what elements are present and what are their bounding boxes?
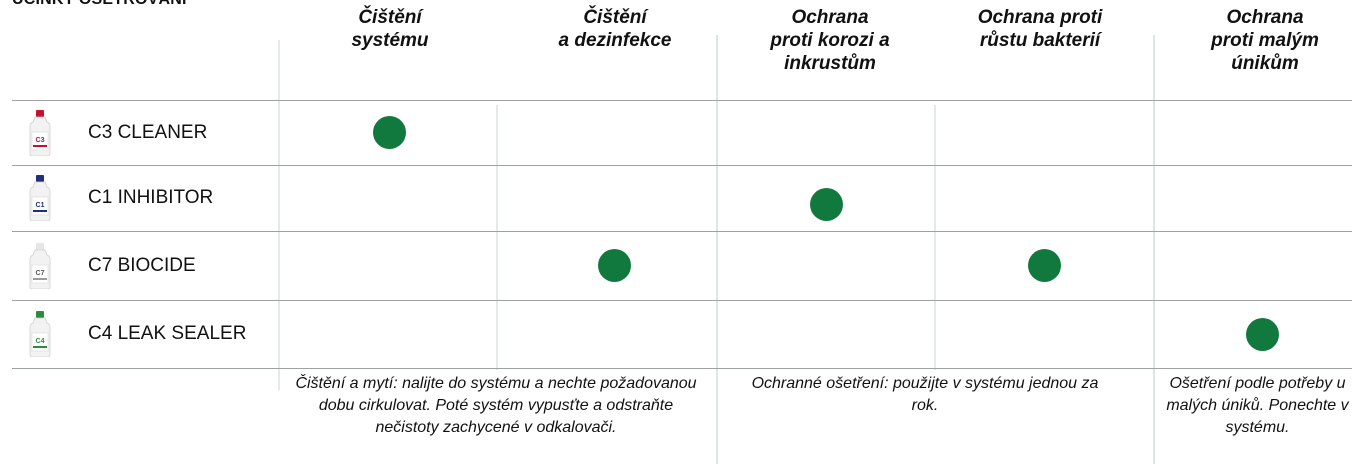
svg-text:C4: C4: [36, 338, 45, 345]
product-name: C3 CLEANER: [88, 121, 208, 143]
row-divider: [12, 100, 1352, 101]
svg-text:C7: C7: [36, 270, 45, 277]
applicability-dot: [598, 249, 631, 282]
column-header-corrosion-protection: Ochrana proti korozi a inkrustům: [745, 6, 915, 75]
bottle-icon: C1: [29, 175, 51, 221]
svg-text:C1: C1: [36, 202, 45, 209]
applicability-dot: [810, 187, 843, 221]
column-header-system-cleaning: Čištění systému: [320, 6, 460, 52]
header-line: inkrustům: [784, 53, 876, 74]
row-divider: [12, 300, 1352, 301]
product-name: C1 INHIBITOR: [88, 187, 214, 208]
applicability-dot: [1246, 317, 1279, 351]
note-leak: Ošetření podle potřeby u malých úniků. P…: [1166, 375, 1349, 436]
product-name: C4 LEAK SEALER: [88, 323, 247, 344]
header-line: Čištění: [358, 7, 422, 28]
product-row: C1 C1 INHIBITOR: [12, 165, 1352, 231]
note-cleaning: Čištění a mytí: nalijte do systému a nec…: [295, 375, 697, 436]
column-header-leak-protection: Ochrana proti malým únikům: [1180, 6, 1350, 75]
page-title: ÚČINKY OŠETŘOVÁNÍ: [12, 0, 187, 9]
column-divider: [496, 105, 498, 370]
product-name: C7 BIOCIDE: [88, 254, 196, 276]
column-divider: [278, 40, 280, 390]
product-row: C3 C3 CLEANER: [12, 100, 1352, 165]
applicability-dot: [373, 116, 406, 149]
header-line: Ochrana proti: [977, 7, 1103, 28]
column-header-bacteria-protection: Ochrana proti růstu bakterií: [955, 6, 1125, 52]
header-line: Ochrana: [1226, 7, 1304, 28]
header-line: růstu bakterií: [979, 30, 1101, 51]
row-divider: [12, 231, 1352, 232]
note-protection: Ochranné ošetření: použijte v systému je…: [751, 375, 1099, 414]
applicability-dot: [1028, 249, 1061, 282]
column-divider: [934, 105, 936, 370]
header-line: a dezinfekce: [558, 30, 672, 51]
bottle-icon: C3: [29, 109, 51, 156]
header-line: proti malým: [1211, 30, 1319, 51]
column-header-cleaning-disinfection: Čištění a dezinfekce: [535, 6, 695, 52]
svg-text:C3: C3: [36, 137, 45, 144]
product-row: C7 C7 BIOCIDE: [12, 231, 1352, 300]
header-line: Čištění: [583, 7, 647, 28]
header-line: proti korozi a: [770, 30, 890, 51]
row-divider: [12, 368, 1352, 369]
product-row: C4 C4 LEAK SEALER: [12, 300, 1352, 368]
header-line: Ochrana: [791, 7, 869, 28]
column-divider: [716, 35, 718, 464]
column-divider: [1153, 35, 1155, 464]
bottle-icon: C7: [29, 242, 51, 289]
row-divider: [12, 165, 1352, 166]
header-line: systému: [351, 30, 429, 51]
header-line: únikům: [1231, 53, 1299, 74]
bottle-icon: C4: [29, 311, 51, 357]
